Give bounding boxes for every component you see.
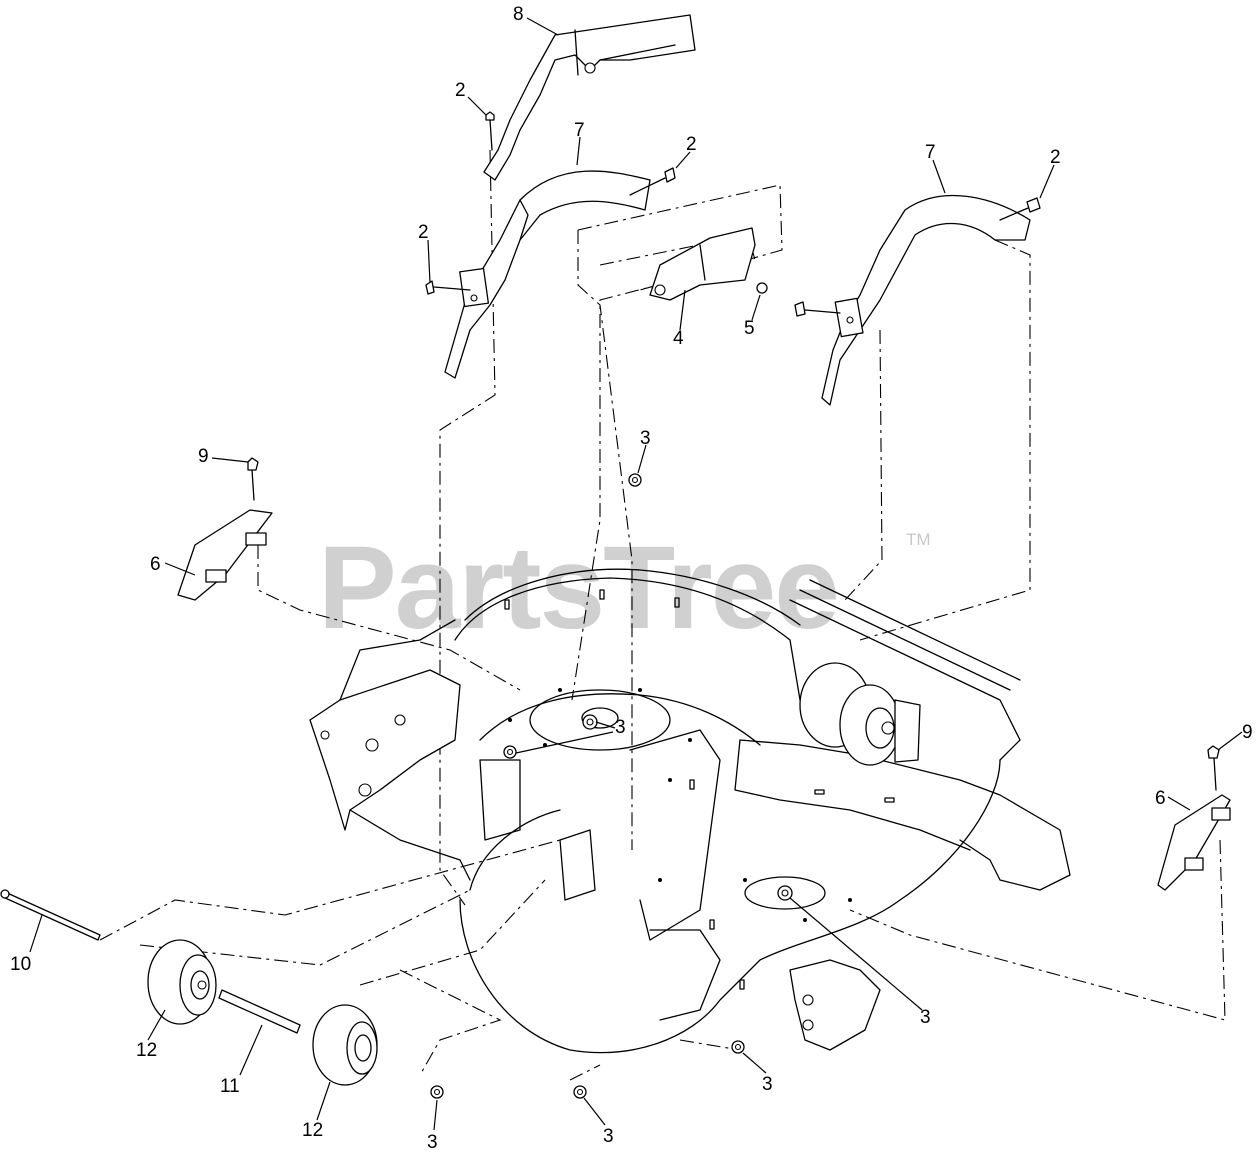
part-6-plate-right: [1157, 745, 1231, 891]
callout-3: 3: [762, 1074, 773, 1095]
watermark-text: PartsTree: [318, 522, 838, 654]
callout-8: 8: [513, 4, 524, 25]
callout-2: 2: [455, 80, 466, 101]
mower-deck-housing: [309, 568, 1071, 1054]
part-4-bracket: [649, 227, 756, 301]
callout-7: 7: [925, 142, 936, 163]
part-12-wheel-left: [147, 939, 217, 1025]
callout-9: 9: [198, 446, 209, 467]
callout-4: 4: [673, 328, 684, 349]
callout-3: 3: [427, 1132, 438, 1153]
callout-9: 9: [1242, 722, 1253, 743]
part-6-plate-left: [177, 457, 273, 601]
part-7-curved-baffle-left: [444, 170, 651, 379]
callout-6: 6: [150, 554, 161, 575]
callout-5: 5: [744, 318, 755, 339]
part-10-axle-rod: [0, 889, 101, 941]
callout-3: 3: [640, 428, 651, 449]
deck-slots: [504, 589, 895, 990]
callout-3: 3: [615, 717, 626, 738]
callout-7: 7: [574, 120, 585, 141]
part-12-wheel-right: [312, 1004, 378, 1086]
callout-3: 3: [603, 1126, 614, 1147]
callout-10: 10: [10, 954, 31, 975]
deck-roller-right: [799, 662, 921, 766]
callout-2: 2: [686, 134, 697, 155]
watermark-trademark: TM: [906, 530, 931, 549]
part-11-wheel-shaft: [218, 989, 301, 1034]
callout-2: 2: [418, 222, 429, 243]
callout-2: 2: [1050, 147, 1061, 168]
part-8-baffle-plate: [483, 14, 696, 181]
deck-small-holes: [508, 688, 852, 922]
callout-12: 12: [302, 1120, 323, 1141]
part-2-bolts: [425, 111, 1041, 317]
callout-11: 11: [220, 1076, 240, 1097]
part-7-curved-baffle-right: [821, 194, 1031, 406]
callout-12: 12: [136, 1040, 157, 1061]
callout-3: 3: [920, 1007, 931, 1028]
callout-labels: 8 2 7 2 2 7 2 4 5 3 9 6 3 9 6 10 3 12 11…: [10, 4, 1253, 1153]
leader-lines: [29, 17, 1243, 1131]
part-5-fastener: [756, 282, 768, 294]
part-3-nuts: [430, 473, 793, 1099]
callout-6: 6: [1155, 788, 1166, 809]
